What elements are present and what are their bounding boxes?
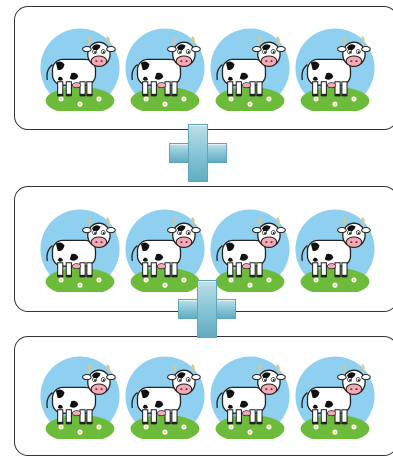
cow-icon [292, 353, 378, 443]
cow-icon [37, 25, 123, 115]
plus-icon [178, 280, 236, 338]
cow-icon [292, 206, 378, 296]
cow-icon [122, 353, 208, 443]
cow-row [15, 337, 393, 455]
group-box-1 [14, 6, 393, 130]
cow-icon [122, 25, 208, 115]
plus-icon [169, 124, 227, 182]
cow-icon [37, 353, 123, 443]
cow-icon [207, 206, 293, 296]
cow-row [15, 7, 393, 129]
cow-icon [122, 206, 208, 296]
cow-icon [37, 206, 123, 296]
cow-icon [207, 25, 293, 115]
cow-icon [292, 25, 378, 115]
group-box-3 [14, 336, 393, 456]
cow-icon [207, 353, 293, 443]
cow-row [15, 187, 393, 311]
